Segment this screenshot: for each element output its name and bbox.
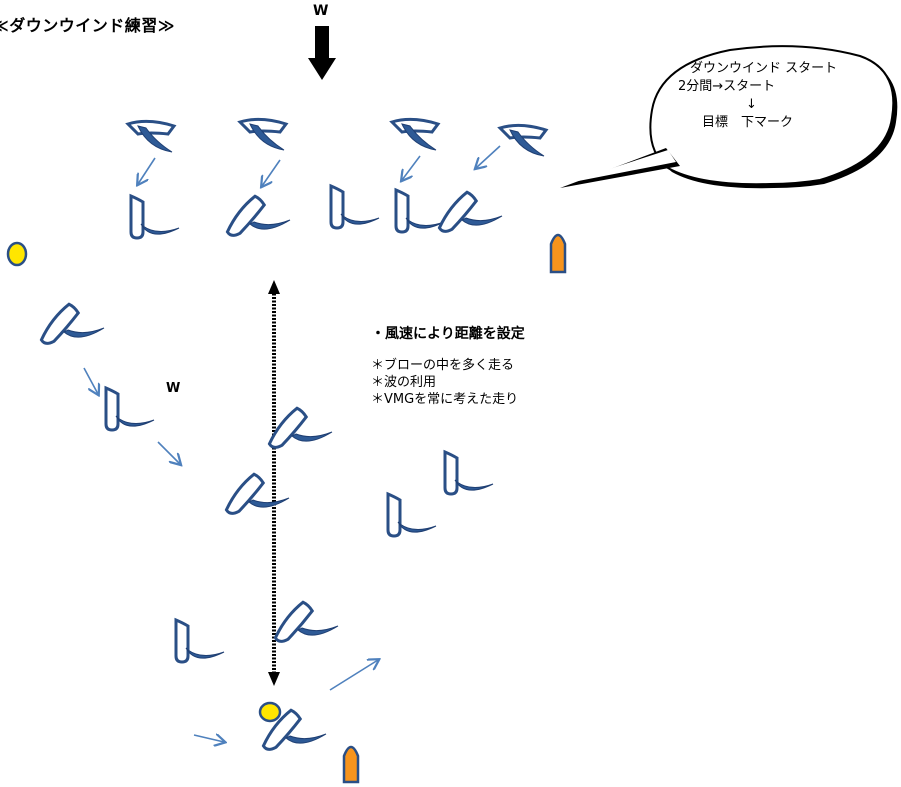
move-arrow bbox=[329, 660, 378, 691]
callout-line: ダウンウインド スタート bbox=[690, 61, 838, 76]
notes-item: ＊VMGを常に考えた走り bbox=[371, 392, 519, 407]
wind-label-top: W bbox=[313, 3, 329, 19]
notes-item: ＊波の利用 bbox=[371, 375, 437, 390]
finish-mark-yellow bbox=[258, 701, 282, 723]
move-arrow bbox=[262, 159, 281, 186]
left-boat-2 bbox=[104, 386, 156, 432]
mid-boat-3 bbox=[443, 450, 495, 496]
left-boat-1 bbox=[39, 298, 106, 352]
distance-indicator bbox=[268, 280, 280, 686]
move-arrow bbox=[193, 735, 224, 742]
mid-boat-2 bbox=[224, 468, 291, 522]
callout-line: 目標 下マーク bbox=[702, 115, 794, 130]
wind-direction-arrow bbox=[308, 26, 336, 80]
mid-boat-1 bbox=[267, 402, 334, 456]
practice-notes: ・風速により距離を設定 ＊ブローの中を多く走る ＊波の利用 ＊VMGを常に考えた… bbox=[371, 326, 525, 408]
start-boat-5 bbox=[437, 186, 504, 240]
prestart-boat-3 bbox=[390, 117, 440, 152]
start-mark-yellow bbox=[6, 241, 28, 267]
start-boat-4 bbox=[394, 188, 446, 234]
move-arrow bbox=[138, 157, 156, 184]
move-arrow bbox=[157, 441, 180, 464]
finish-mark-orange bbox=[342, 745, 360, 784]
prestart-boat-1 bbox=[126, 119, 176, 154]
start-boat-2 bbox=[225, 190, 292, 244]
callout-text: ダウンウインド スタート 2分間→スタート ↓ 目標 下マーク bbox=[652, 60, 886, 132]
callout-bubble bbox=[560, 45, 898, 189]
lower-boat-1 bbox=[174, 618, 226, 664]
diagram-title: ≪ダウンウインド練習≫ bbox=[0, 16, 176, 35]
wind-label-mid: W bbox=[166, 381, 181, 396]
notes-item: ＊ブローの中を多く走る bbox=[371, 358, 515, 373]
move-arrow bbox=[402, 155, 421, 180]
move-arrow bbox=[476, 145, 501, 168]
start-boat-3 bbox=[329, 184, 381, 230]
start-mark-orange bbox=[549, 233, 567, 274]
move-arrow bbox=[83, 367, 98, 394]
callout-line: ↓ bbox=[746, 97, 757, 112]
prestart-boat-4 bbox=[498, 123, 548, 158]
notes-heading: ・風速により距離を設定 bbox=[371, 326, 525, 342]
prestart-boat-2 bbox=[238, 117, 288, 152]
callout-line: 2分間→スタート bbox=[678, 79, 776, 94]
mid-boat-4 bbox=[386, 492, 438, 538]
start-boat-1 bbox=[129, 194, 181, 240]
lower-boat-2 bbox=[273, 596, 340, 650]
